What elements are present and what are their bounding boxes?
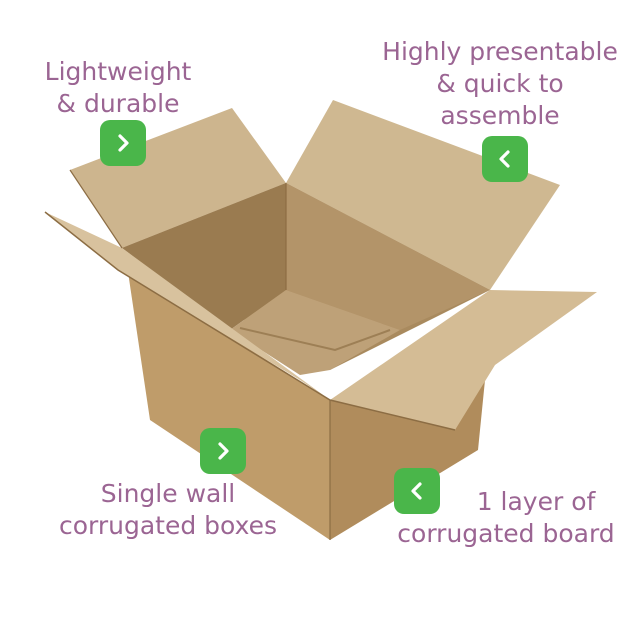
inner-bottom <box>230 290 400 375</box>
chevron-right-icon <box>100 120 146 166</box>
feature-label-single-wall: Single wall corrugated boxes <box>48 478 288 542</box>
feature-label-line: corrugated boxes <box>58 511 278 540</box>
feature-label-line: assemble <box>440 101 560 130</box>
feature-label-presentable: Highly presentable & quick to assemble <box>375 36 625 132</box>
feature-label-line: 1 layer of <box>476 487 596 516</box>
feature-label-line: Lightweight <box>44 57 192 86</box>
inner-right-wall <box>286 183 490 330</box>
front-right-flap <box>330 290 597 430</box>
feature-label-one-layer: 1 layer of corrugated board <box>388 486 624 550</box>
feature-label-line: & durable <box>56 89 180 118</box>
box-edge <box>44 211 456 431</box>
bottom-fold-line <box>239 327 391 352</box>
feature-label-line: Highly presentable <box>382 37 618 66</box>
feature-label-line: & quick to <box>436 69 564 98</box>
feature-label-line: Single wall <box>100 479 236 508</box>
feature-label-lightweight: Lightweight & durable <box>38 56 198 120</box>
chevron-left-icon <box>394 468 440 514</box>
inner-left-wall <box>122 183 286 330</box>
front-left-flap <box>45 212 330 400</box>
chevron-right-icon <box>200 428 246 474</box>
feature-label-line: corrugated board <box>397 519 615 548</box>
back-left-flap <box>70 108 286 248</box>
front-left-wall <box>128 272 330 540</box>
chevron-left-icon <box>482 136 528 182</box>
back-right-flap <box>286 100 560 290</box>
box-edge <box>69 169 123 249</box>
